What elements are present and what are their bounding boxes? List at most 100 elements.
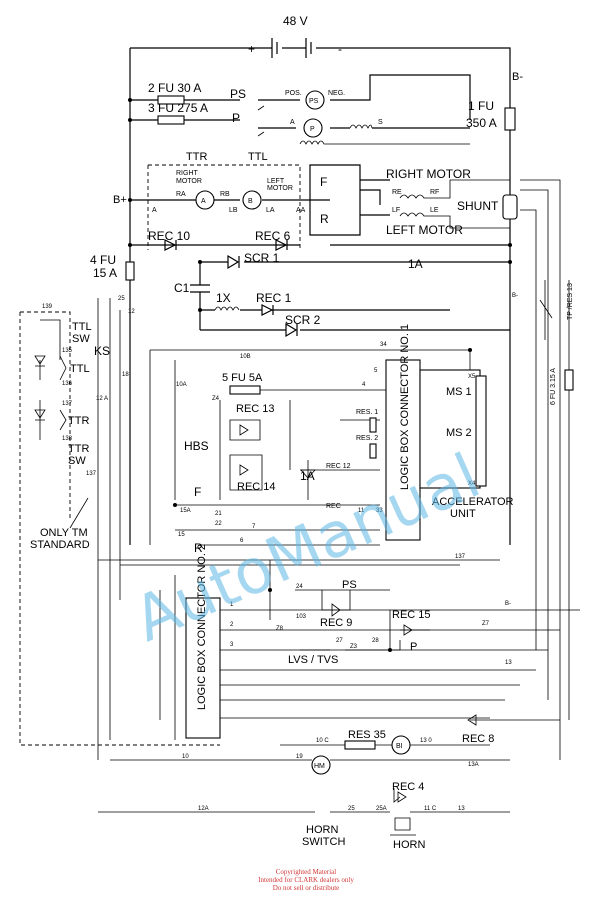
ttr-label: TTR xyxy=(186,151,207,163)
rec14-label: REC 14 xyxy=(237,481,276,493)
1x-label: 1X xyxy=(216,291,231,305)
hm-meter xyxy=(311,755,331,775)
fuse-2fu-label: 2 FU 30 A xyxy=(148,81,201,95)
right-motor-label: RIGHT xyxy=(176,170,199,177)
wire-1-label: 1 xyxy=(230,602,234,608)
wire-25-label: 25 xyxy=(118,296,125,302)
wire-10-label: 10 xyxy=(182,754,189,760)
only-tm-label: ONLY TM xyxy=(40,527,88,539)
rec1-label: REC 1 xyxy=(256,291,292,305)
left-motor-label: LEFT xyxy=(267,178,285,185)
logic-box-1-label: LOGIC BOX CONNECTOR NO. 1 xyxy=(399,324,411,490)
wire-135-label: 135 xyxy=(62,348,73,354)
rec14-box xyxy=(229,454,263,491)
battery-plus-label: + xyxy=(248,42,255,56)
wire-10c-label: 10 C xyxy=(316,738,329,744)
ps-contactor-label: PS xyxy=(230,87,246,101)
battery-symbol xyxy=(271,38,312,58)
shunt xyxy=(502,194,518,220)
x4-label: X4 xyxy=(468,481,476,487)
copyright-notice: Copyrighted Material Intended for CLARK … xyxy=(206,868,406,892)
main-power-circuit: 48 V + - B- 1 FU 350 A SHUNT B- xyxy=(129,14,523,545)
f-contactor-label: F xyxy=(320,175,327,189)
ttl-sw-label: TTL xyxy=(72,321,92,333)
p-motor-label: P xyxy=(310,126,315,133)
wire-13b-label: 13 xyxy=(458,806,465,812)
accessory-circuit: REC 8 RES 35 BI 10 C 13 0 HM 10 19 13A R… xyxy=(98,714,560,851)
fuse-6fu xyxy=(564,369,574,391)
copyright-line-1: Copyrighted Material xyxy=(275,868,337,876)
1a-label: 1A xyxy=(408,257,423,271)
wire-2-label: 2 xyxy=(230,622,234,628)
copyright-line-3: Do not sell or distribute xyxy=(272,884,340,892)
wire-10a-label: 10A xyxy=(176,382,187,388)
wire-19-label: 19 xyxy=(296,754,303,760)
wire-21-label: 21 xyxy=(215,511,222,517)
rec15-label: REC 15 xyxy=(392,609,431,621)
wire-11c-label: 11 C xyxy=(424,806,437,812)
logic-box-1: LOGIC BOX CONNECTOR NO. 1 xyxy=(385,324,421,541)
accelerator-box xyxy=(419,369,481,489)
accelerator-pot xyxy=(475,375,487,487)
hbs-circuit: 10B 34 10A 5 FU 5A Z4 4 5 REC 13 HBS REC… xyxy=(149,342,470,555)
wire-15-label: 15 xyxy=(178,532,185,538)
wire-7-label: 7 xyxy=(252,524,256,530)
wire-138-label: 138 xyxy=(62,436,73,442)
wire-139-label: 139 xyxy=(42,304,53,310)
res2-label: RES. 2 xyxy=(356,435,378,442)
f-switch-label: F xyxy=(194,485,201,499)
fuse-1fu-name: 1 FU xyxy=(468,99,494,113)
ttr-sw-sub: SW xyxy=(68,455,86,467)
rec10-symbol xyxy=(164,239,177,251)
motor-a-label: A xyxy=(201,198,206,205)
hm-label: HM xyxy=(314,763,325,770)
re-label: RE xyxy=(392,189,402,196)
r-switch-label: R xyxy=(194,541,203,555)
horn-symbol xyxy=(390,817,416,836)
wire-22-label: 22 xyxy=(215,521,222,527)
ttr-diode xyxy=(34,409,46,421)
fuse-4fu-rating: 15 A xyxy=(93,266,117,280)
le-label: LE xyxy=(430,207,439,214)
wire-137-label: 137 xyxy=(62,401,73,407)
key-switch-panel: 139 TTL SW KS 135 TTL 136 137 TTR 138 TT… xyxy=(19,296,220,760)
rec13-label: REC 13 xyxy=(236,403,275,415)
wire-13a-label: 13A xyxy=(468,762,479,768)
z7-label: Z7 xyxy=(482,621,490,627)
b-minus-wire-label: B- xyxy=(512,293,518,299)
hbs-label: HBS xyxy=(184,439,209,453)
fuse-1fu-rating: 350 A xyxy=(466,116,497,130)
horn-switch-label-2: SWITCH xyxy=(302,836,345,848)
res35 xyxy=(344,740,376,750)
tp-res13-label: TP /RES 13 xyxy=(567,283,574,320)
right-motor-label-2: MOTOR xyxy=(176,178,202,185)
fuse-5fu-label: 5 FU 5A xyxy=(222,372,263,384)
rb-label: RB xyxy=(220,191,230,198)
ms2-label: MS 2 xyxy=(446,427,472,439)
c1-label: C1 xyxy=(174,281,190,295)
pos-label: POS. xyxy=(285,90,302,97)
la-label: LA xyxy=(266,207,275,214)
wire-28-label: 28 xyxy=(372,638,379,644)
wire-137b-label: 137 xyxy=(86,471,97,477)
wire-130-label: 13 0 xyxy=(420,738,432,744)
ttr-sw-label: TTR xyxy=(68,443,89,455)
ks-label: KS xyxy=(94,344,110,358)
wire-13-label: 13 xyxy=(505,660,512,666)
ra-label: RA xyxy=(176,191,186,198)
rec12-label: REC 12 xyxy=(326,463,351,470)
p-motor xyxy=(303,118,323,138)
ps-switch-label: PS xyxy=(342,579,357,591)
accelerator-label-2: UNIT xyxy=(450,508,476,520)
fuse-1fu xyxy=(504,107,516,131)
wire-6-label: 6 xyxy=(240,538,244,544)
accelerator-label-1: ACCELERATOR xyxy=(432,496,514,508)
shunt-label: SHUNT xyxy=(457,199,499,213)
wire-12a2-label: 12A xyxy=(198,806,209,812)
fuse-3fu xyxy=(157,115,185,125)
rec1-symbol xyxy=(261,304,274,316)
fuse-5fu xyxy=(229,385,261,395)
pump-circuit: 2 FU 30 A 3 FU 275 A PS P PS P POS. NEG.… xyxy=(130,74,471,145)
res2 xyxy=(369,443,377,459)
fuse-4fu-name: 4 FU xyxy=(90,253,116,267)
